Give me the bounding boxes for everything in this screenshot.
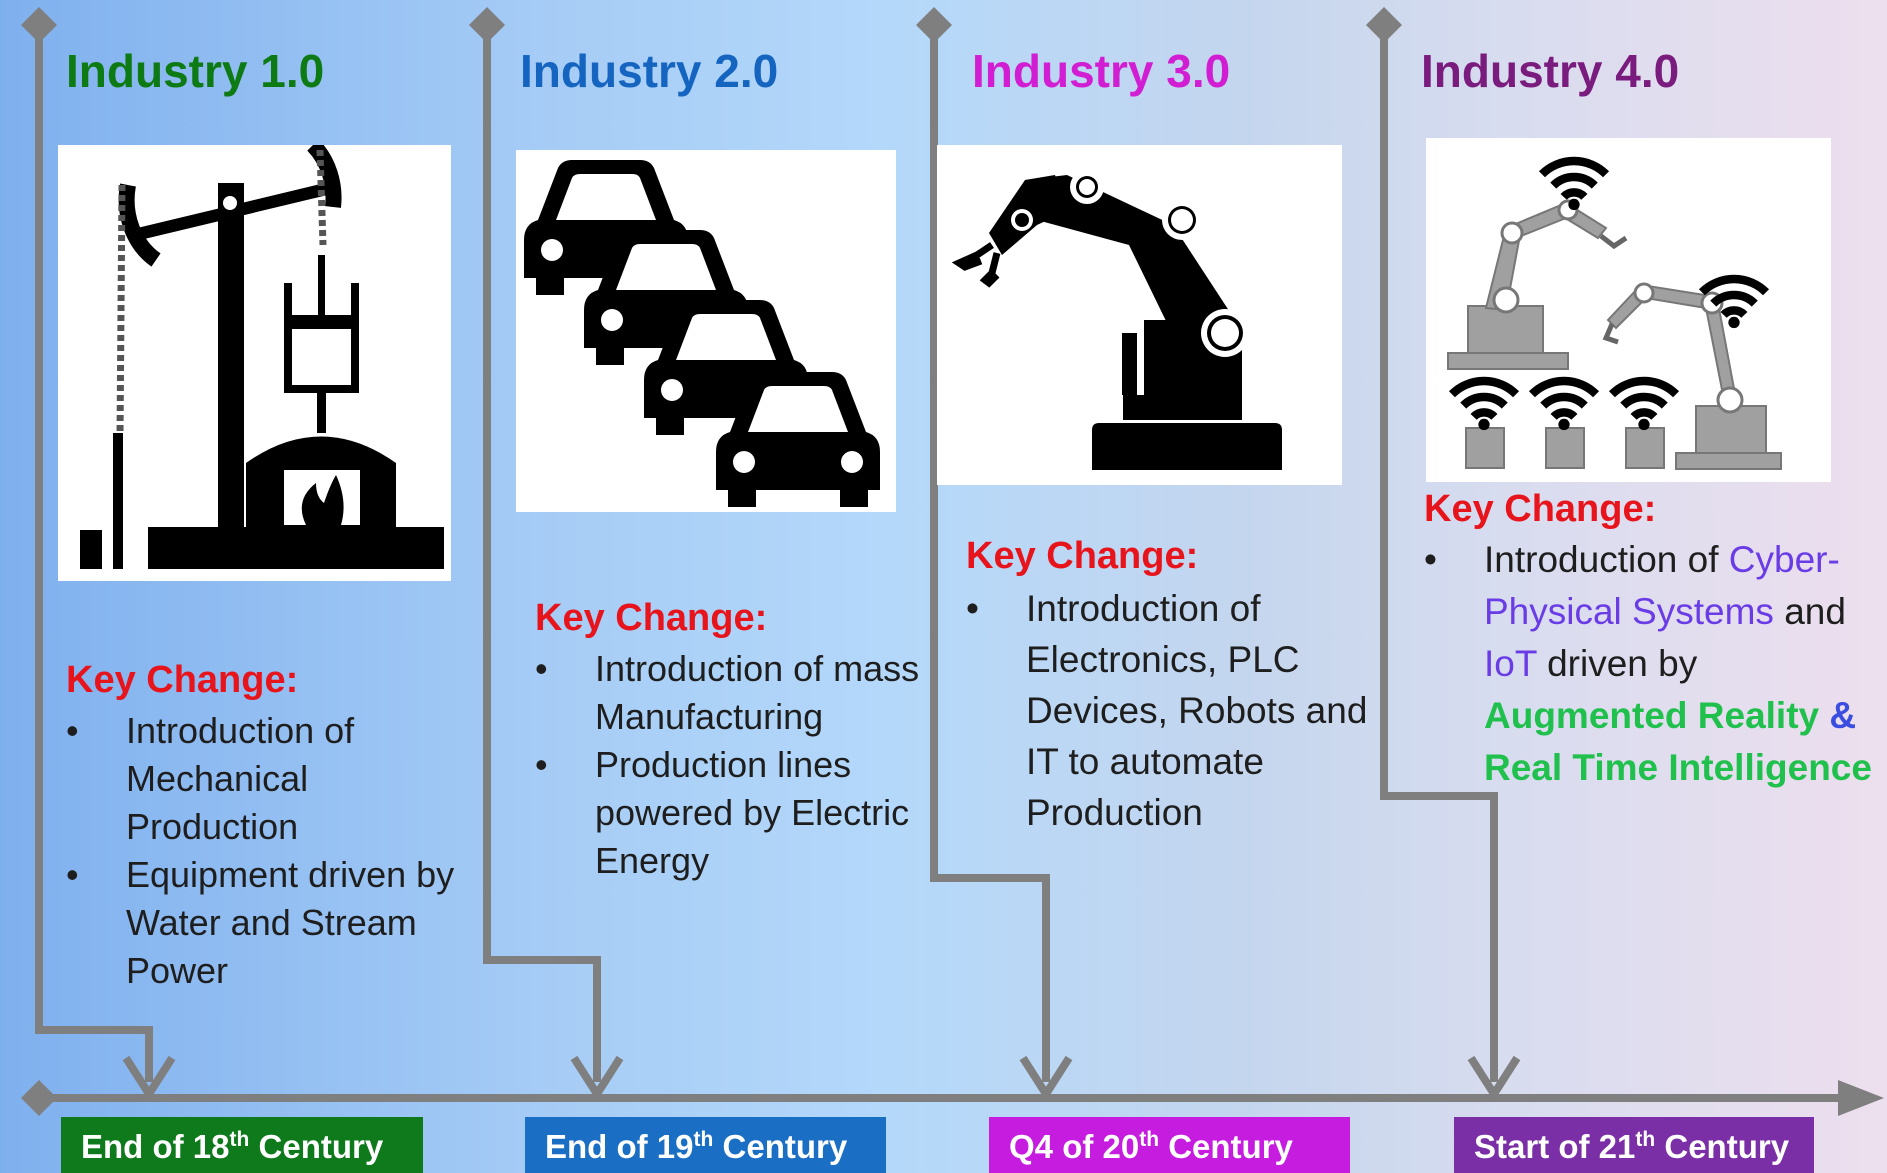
era-text: End of 18 xyxy=(81,1128,230,1165)
era-text: Q4 of 20 xyxy=(1009,1128,1140,1165)
bullet-text: driven by xyxy=(1536,643,1698,684)
era-text: End of 19 xyxy=(545,1128,694,1165)
bullet-text: and xyxy=(1773,591,1846,632)
era-label-3: Q4 of 20th Century xyxy=(989,1117,1350,1173)
stage-2-title: Industry 2.0 xyxy=(520,45,779,97)
stage-3-bullet: Introduction of Electronics, PLC Devices… xyxy=(966,583,1386,838)
era-label-1: End of 18th Century xyxy=(61,1117,423,1173)
stage-4-image xyxy=(1426,138,1831,482)
era-text: Century xyxy=(1655,1128,1790,1165)
era-ordinal: th xyxy=(1139,1128,1160,1151)
ampersand: & xyxy=(1819,695,1857,736)
cyber-physical-systems-term: Cyber-Physical Systems xyxy=(1484,539,1840,632)
connector-industry-2 xyxy=(483,25,601,1082)
bullet-text: Introduction of xyxy=(1484,539,1729,580)
stage-2-image xyxy=(516,150,896,512)
stage-1-key-change-label: Key Change: xyxy=(66,659,299,701)
stage-1-image xyxy=(58,145,451,581)
stage-1-bullet: Equipment driven by Water and Stream Pow… xyxy=(66,851,476,995)
car-assembly-line-icon xyxy=(524,160,880,507)
connector-industry-4 xyxy=(1380,25,1498,1082)
augmented-reality-term: Augmented Reality xyxy=(1484,695,1820,736)
connector-industry-3 xyxy=(930,25,1050,1082)
real-time-intelligence-term: Real Time Intelligence xyxy=(1484,747,1872,788)
stage-1-title: Industry 1.0 xyxy=(66,45,325,97)
stage-2-bullet: Production lines powered by Electric Ene… xyxy=(535,741,955,885)
era-label-2: End of 19th Century xyxy=(525,1117,886,1173)
stage-3-image xyxy=(937,145,1342,485)
stage-3-bullet-list: Introduction of Electronics, PLC Devices… xyxy=(966,583,1386,838)
iot-term: IoT xyxy=(1484,643,1537,684)
robotic-arm-icon xyxy=(951,170,1282,470)
stage-3-title: Industry 3.0 xyxy=(972,45,1231,97)
stage-1-bullet-list: Introduction of Mechanical Production Eq… xyxy=(66,707,476,995)
stage-4-key-change-label: Key Change: xyxy=(1424,488,1657,530)
era-ordinal: th xyxy=(1635,1128,1656,1151)
stage-1-bullet: Introduction of Mechanical Production xyxy=(66,707,476,851)
era-text: Start of 21 xyxy=(1474,1128,1636,1165)
era-text: Century xyxy=(713,1128,848,1165)
era-label-4: Start of 21th Century xyxy=(1454,1117,1814,1173)
stage-4-bullet-list: Introduction of Cyber-Physical Systems a… xyxy=(1424,534,1874,794)
connector-industry-1 xyxy=(35,25,153,1082)
stage-2-bullet: Introduction of mass Manufacturing xyxy=(535,645,955,741)
era-text: Century xyxy=(249,1128,384,1165)
connected-robots-wifi-icon xyxy=(1447,138,1782,470)
era-ordinal: th xyxy=(693,1128,714,1151)
stage-3-key-change-label: Key Change: xyxy=(966,535,1199,577)
stage-2-key-change-label: Key Change: xyxy=(535,597,768,639)
era-text: Century xyxy=(1159,1128,1293,1165)
stage-4-title: Industry 4.0 xyxy=(1421,45,1680,97)
stage-2-bullet-list: Introduction of mass Manufacturing Produ… xyxy=(535,645,955,885)
oil-pump-steam-engine-icon xyxy=(80,145,444,569)
stage-4-bullet: Introduction of Cyber-Physical Systems a… xyxy=(1424,534,1874,794)
era-ordinal: th xyxy=(229,1128,250,1151)
